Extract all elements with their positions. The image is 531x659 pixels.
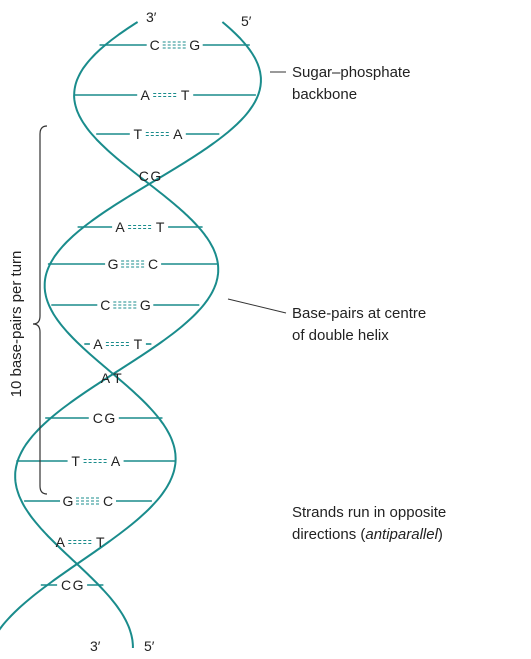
strands-label-prefix: directions ( (292, 526, 365, 543)
base-left-label: C (100, 297, 110, 313)
backbone-label-line2: backbone (292, 86, 357, 103)
base-right-label: G (104, 410, 115, 426)
strand-b (0, 21, 262, 631)
base-left-label: C (139, 168, 149, 184)
strands-label-suffix: ) (438, 526, 443, 543)
base-left-label: A (101, 370, 111, 386)
strand-a (14, 21, 220, 648)
basepairs-label-line2: of double helix (292, 327, 389, 344)
base-left-label: C (150, 37, 160, 53)
base-left-label: T (71, 453, 80, 469)
basepairs-label-line1: Base-pairs at centre (292, 305, 426, 322)
strands-label-line2: directions (antiparallel) (292, 526, 443, 543)
base-right-label: T (156, 219, 165, 235)
strands-label-italic: antiparallel (365, 526, 438, 543)
top-right-end-label: 5′ (241, 13, 252, 29)
turn-label: 10 base-pairs per turn (8, 251, 25, 398)
backbone-label-line1: Sugar–phosphate (292, 64, 410, 81)
base-left-label: G (108, 256, 119, 272)
base-right-label: G (73, 577, 84, 593)
base-right-label: A (111, 453, 121, 469)
bottom-left-end-label: 3′ (90, 638, 101, 654)
base-right-label: G (140, 297, 151, 313)
basepairs-leader-line (227, 298, 287, 314)
base-right-label: T (134, 336, 143, 352)
bottom-right-end-label: 5′ (144, 638, 155, 654)
base-right-label: C (103, 493, 113, 509)
base-right-label: C (148, 256, 158, 272)
base-left-label: C (61, 577, 71, 593)
base-left-label: A (93, 336, 103, 352)
base-right-label: A (173, 126, 183, 142)
base-right-label: G (189, 37, 200, 53)
base-left-label: A (141, 87, 151, 103)
base-right-label: T (113, 370, 122, 386)
turn-bracket (32, 125, 48, 495)
base-left-label: T (134, 126, 143, 142)
strands-label-line1: Strands run in opposite (292, 504, 446, 521)
top-left-end-label: 3′ (146, 9, 157, 25)
base-left-label: A (56, 534, 66, 550)
base-left-label: G (63, 493, 74, 509)
base-left-label: A (115, 219, 125, 235)
base-left-label: C (93, 410, 103, 426)
base-right-label: T (181, 87, 190, 103)
helix-strands (0, 21, 262, 648)
base-right-label: T (96, 534, 105, 550)
base-right-label: G (150, 168, 161, 184)
